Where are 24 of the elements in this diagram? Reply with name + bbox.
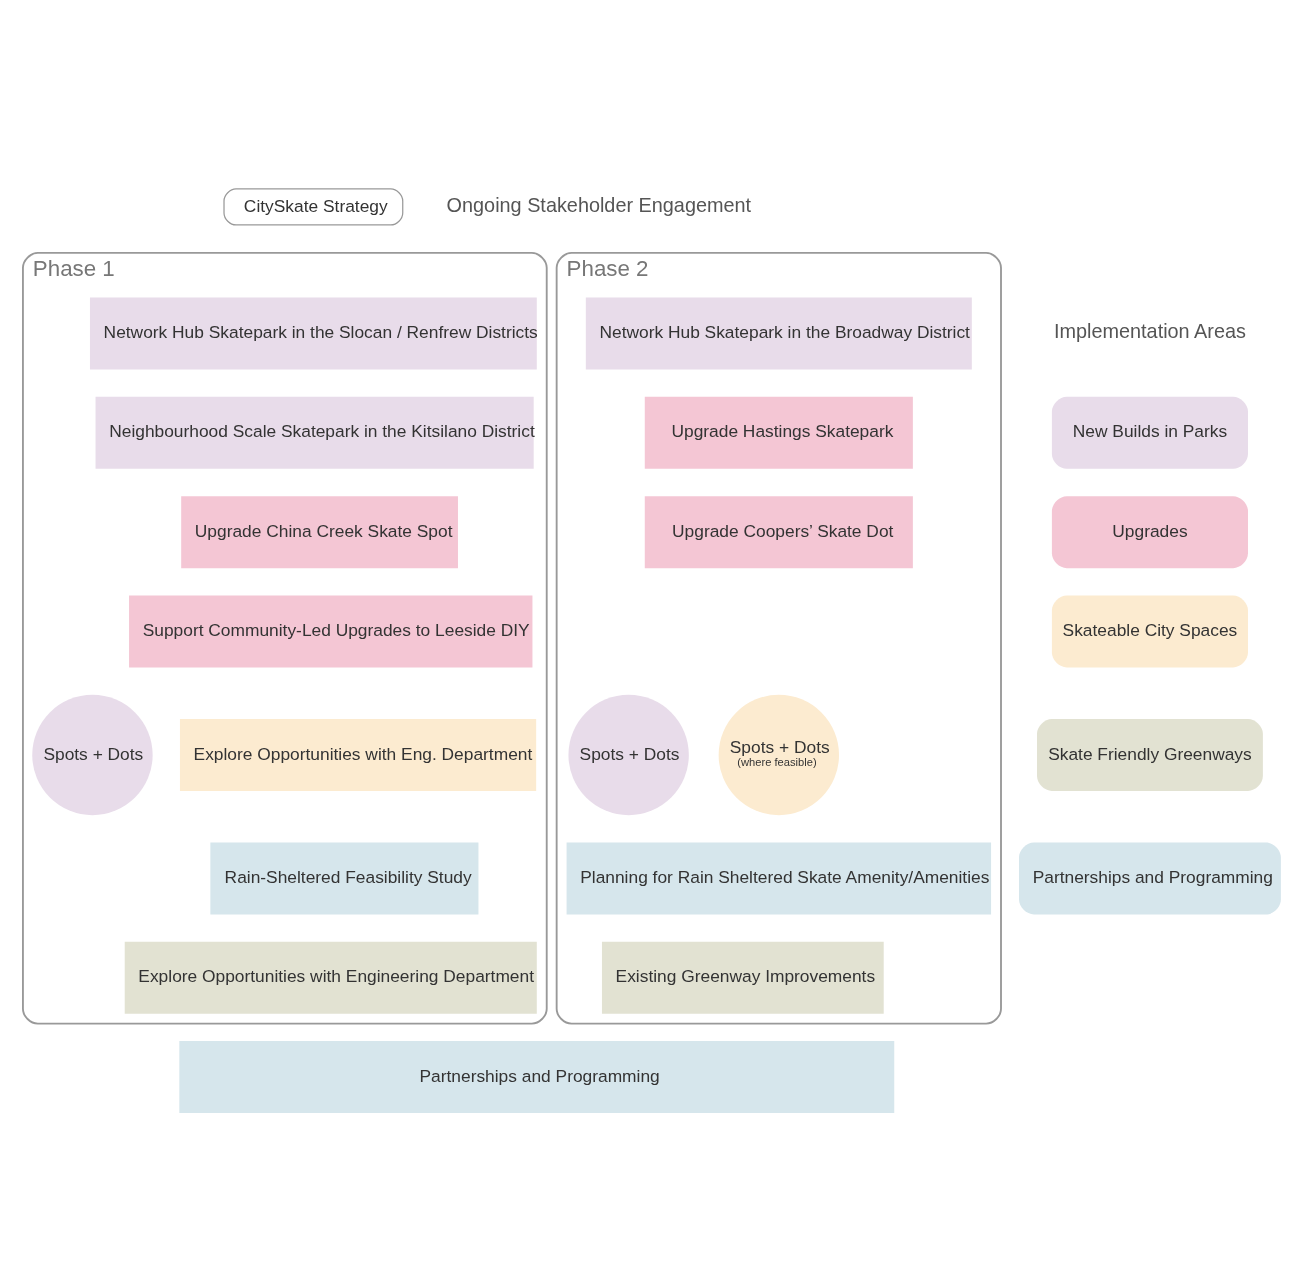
node-box: Network Hub Skatepark in the Slocan / Renfrew Districts (89, 297, 537, 370)
node-box: Support Community-Led Upgrades to Leeside DIY (129, 595, 533, 668)
node-box: Planning for Rain Sheltered Skate Amenity/Amenities (566, 842, 992, 915)
legend-label: New Builds in Parks (1072, 421, 1228, 442)
node-circle: Spots + Dots (568, 694, 689, 816)
node-box: Network Hub Skatepark in the Broadway District (585, 297, 972, 370)
label: Ongoing Stakeholder Engagement (446, 193, 752, 216)
node-box: Neighbourhood Scale Skatepark in the Kitsilano District (95, 396, 534, 469)
node-box: CitySkate Strategy (223, 188, 404, 226)
node-box: Upgrade Hastings Skatepark (644, 396, 913, 469)
node-box: Rain-Sheltered Feasibility Study (210, 842, 479, 915)
node-circle: Spots + Dots (32, 694, 153, 816)
node-box: Explore Opportunities with Engineering Department (124, 941, 537, 1014)
legend-label: Skate Friendly Greenways (1048, 743, 1252, 764)
legend-label: Skateable City Spaces (1062, 620, 1238, 641)
label: Implementation Areas (1053, 320, 1246, 343)
node-box: Partnerships and Programming (179, 1041, 895, 1114)
node-circle: Spots + Dots (where feasible) (718, 694, 839, 816)
node-box: Upgrade China Creek Skate Spot (181, 496, 458, 569)
node-box: Explore Opportunities with Eng. Department (179, 718, 537, 791)
node-box: Upgrade Coopers’ Skate Dot (644, 496, 913, 569)
legend-label: Upgrades (1112, 520, 1188, 541)
legend-label: Partnerships and Programming (1032, 867, 1273, 888)
node-box: Existing Greenway Improvements (601, 941, 884, 1014)
